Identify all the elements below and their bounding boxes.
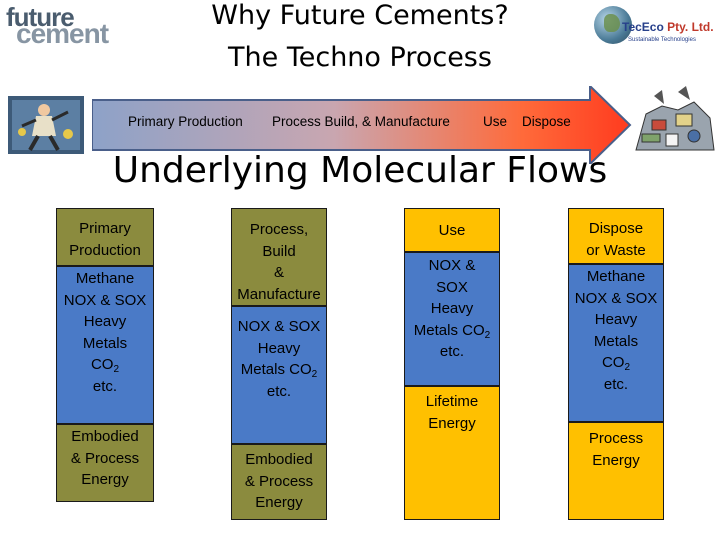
- col1-header-text: Primary Production: [56, 218, 154, 261]
- tececo-logo-name: TecEco Pty. Ltd.: [622, 20, 714, 34]
- future-cement-logo: future cement: [2, 2, 120, 42]
- col3-energy-text: Lifetime Energy: [404, 391, 500, 434]
- waste-pile-clipart: [632, 84, 716, 154]
- process-stage-labels: Primary Production Process Build, & Manu…: [92, 114, 612, 136]
- stage-process-build-manufacture: Process Build, & Manufacture: [272, 114, 450, 129]
- tececo-logo-tagline: Sustainable Technologies: [628, 37, 696, 43]
- col4-header-text: Dispose or Waste: [568, 218, 664, 261]
- col4-energy-text: Process Energy: [568, 428, 664, 471]
- stage-dispose: Dispose: [522, 114, 571, 129]
- col3-flows-text: NOX & SOX Heavy Metals CO2 etc.: [404, 255, 500, 363]
- col1-flows-text: Methane NOX & SOX Heavy Metals CO2 etc.: [56, 268, 154, 397]
- logo-word-cement: cement: [16, 18, 108, 50]
- tececo-logo: TecEco Pty. Ltd. Sustainable Technologie…: [592, 4, 718, 52]
- col2-energy-text: Embodied & Process Energy: [231, 449, 327, 514]
- section-heading: Underlying Molecular Flows: [60, 150, 660, 191]
- col4-flows-text: Methane NOX & SOX Heavy Metals CO2 etc.: [568, 266, 664, 395]
- col2-flows-text: NOX & SOX Heavy Metals CO2 etc.: [231, 316, 327, 402]
- title-line-2: The Techno Process: [140, 42, 580, 73]
- businessman-clipart: [8, 96, 84, 154]
- col2-header-text: Process, Build & Manufacture: [231, 219, 327, 305]
- stage-primary-production: Primary Production: [128, 114, 243, 129]
- title-line-1: Why Future Cements?: [140, 0, 580, 31]
- col1-energy-text: Embodied & Process Energy: [56, 426, 154, 491]
- stage-use: Use: [483, 114, 507, 129]
- col3-header-text: Use: [404, 220, 500, 242]
